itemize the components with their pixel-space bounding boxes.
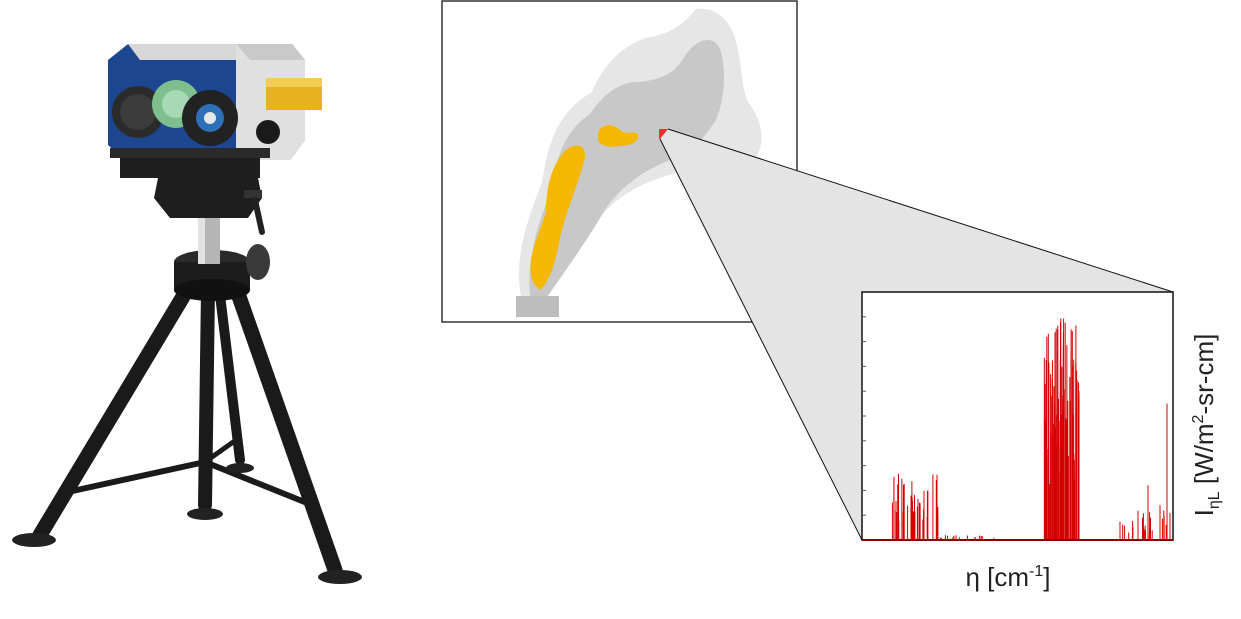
camera-on-tripod-icon [12, 44, 362, 584]
soot-region-1 [530, 145, 586, 290]
tripod [32, 277, 343, 578]
soot-region-2 [598, 125, 639, 147]
x-axis-label: η [cm-1] [965, 562, 1050, 592]
spectrum-chart: η [cm-1] IηL [W/m2-sr-cm] [861, 291, 1223, 592]
tripod-feet [12, 463, 362, 584]
spectrum-series [891, 318, 1171, 540]
inner-plume [529, 40, 724, 300]
burner-nozzle [516, 296, 559, 317]
chart-y-ticks [862, 316, 866, 516]
chart-plot-area [861, 291, 1174, 541]
selected-pixel [659, 129, 668, 139]
y-axis-label: IηL [W/m2-sr-cm] [1189, 334, 1223, 517]
